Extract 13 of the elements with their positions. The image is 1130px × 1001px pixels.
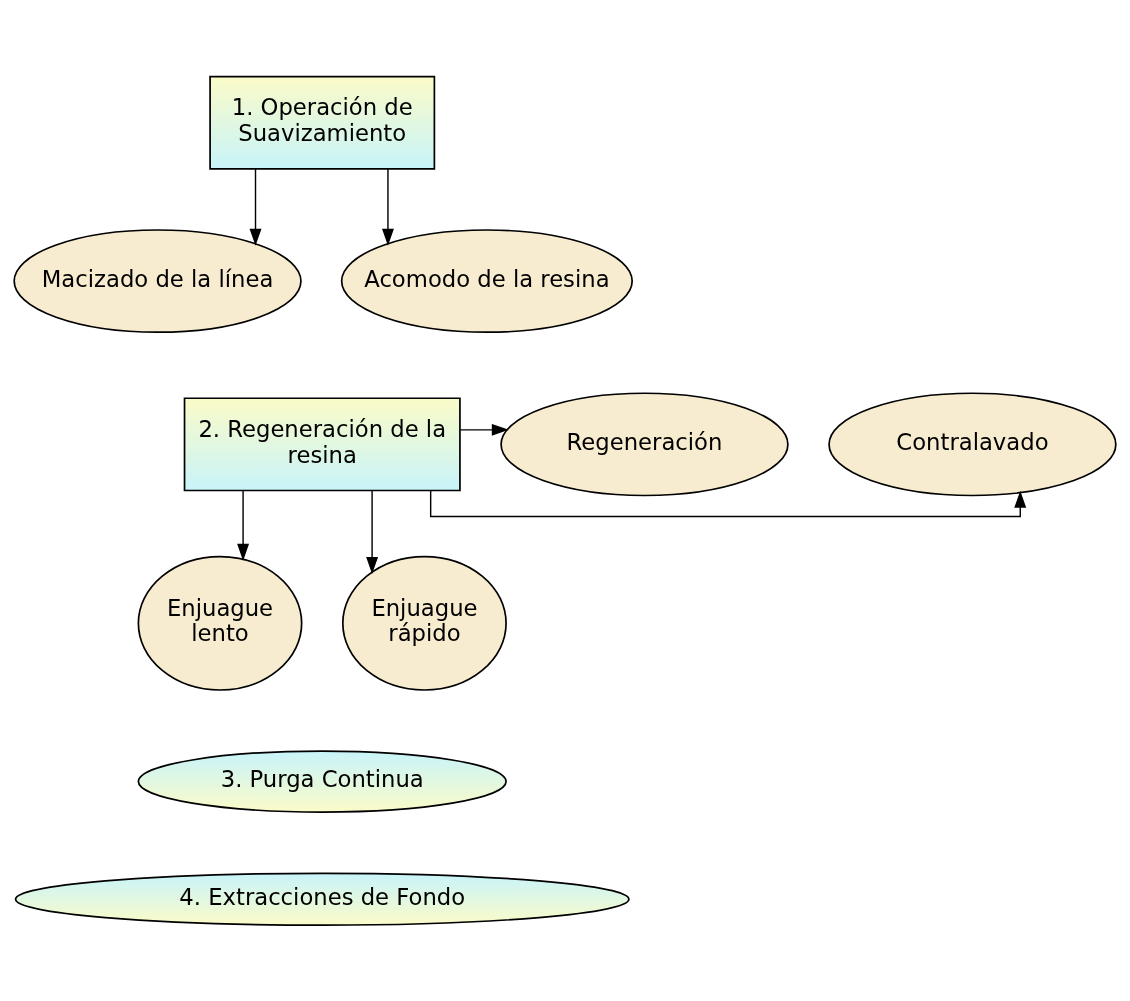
node-ellipse: Contralavado — [828, 391, 1117, 496]
node-box: 1. Operación de Suavizamiento — [209, 75, 436, 170]
arrow — [249, 167, 262, 246]
node-ellipse: 4. Extracciones de Fondo — [14, 871, 630, 926]
node-box: 2. Regeneración de la resina — [183, 396, 461, 491]
node-ellipse: Regeneración — [500, 391, 789, 496]
arrow — [429, 489, 1027, 517]
arrow — [381, 167, 394, 246]
arrow — [237, 489, 250, 561]
arrow — [366, 489, 379, 574]
node-ellipse: 3. Purga Continua — [137, 749, 507, 813]
node-ellipse: Enjuague lento — [137, 555, 303, 691]
arrow — [459, 423, 509, 436]
